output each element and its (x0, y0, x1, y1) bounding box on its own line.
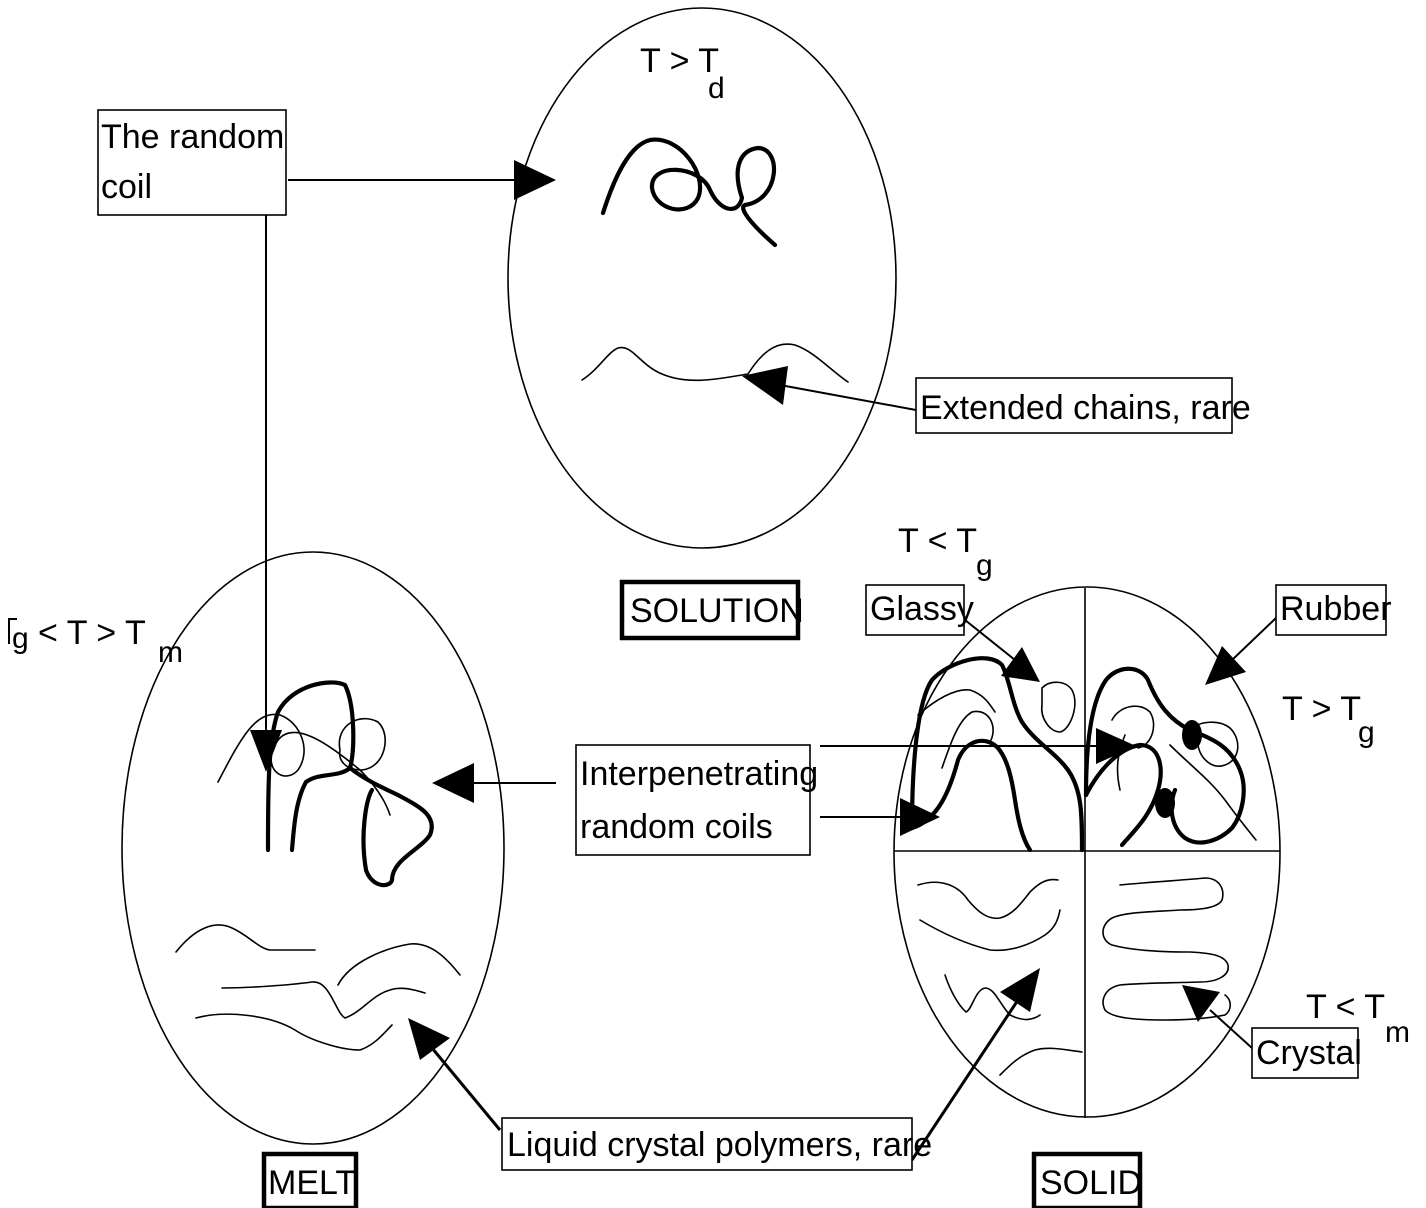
random-coil-box (97, 109, 287, 216)
extended-chains-pointer-head (742, 366, 788, 405)
melt-thin-coils (217, 713, 391, 816)
liquid-crystal-label: Liquid crystal polymers, rare (507, 1126, 932, 1164)
liquid-crystal-to-solid-line (910, 999, 1020, 1161)
glassy-temperature: T < T g (898, 522, 993, 582)
interpenetrating-to-glassy-head (900, 798, 940, 836)
solid-title-box (1031, 1151, 1143, 1208)
solid-liquid-crystal-chains (917, 878, 1083, 1076)
crystal-pointer-line (1209, 1009, 1253, 1049)
extended-chains-label: Extended chains, rare (920, 389, 1251, 427)
melt-title: MELT (268, 1164, 356, 1202)
rubber-pointer-head (1205, 646, 1246, 685)
rubber-temp-main: T > T (1282, 690, 1361, 728)
extended-chains-box (915, 377, 1233, 434)
rubber-temperature: T > T g (1282, 690, 1375, 749)
liquid-crystal-to-melt-line (430, 1047, 502, 1131)
solid-crystal-chains (1102, 877, 1232, 1021)
interpenetrating-to-melt-head (432, 763, 474, 803)
solution-title-box (619, 579, 801, 641)
melt-liquid-crystal-chains (175, 924, 461, 1051)
solid-rubber-chains (1083, 666, 1257, 848)
melt-temp-sub: m (158, 636, 183, 669)
crystal-temp-sub: m (1385, 1016, 1410, 1049)
solid-ellipse (893, 586, 1281, 1118)
rubber-box (1275, 584, 1387, 636)
liquid-crystal-box (501, 1117, 913, 1171)
melt-ellipse (121, 551, 505, 1145)
crystal-box (1251, 1027, 1359, 1079)
glassy-box (865, 584, 965, 636)
solution-temperature: T > T d (640, 42, 725, 105)
extended-chains-pointer-line (779, 384, 917, 411)
interpenetrating-label-line2: random coils (580, 808, 773, 846)
glassy-pointer-line (964, 619, 1016, 661)
solution-temp-sub: d (708, 72, 725, 105)
crystal-label: Crystal (1256, 1034, 1362, 1072)
liquid-crystal-to-solid-head (1000, 968, 1040, 1012)
rubber-pointer-line (1231, 617, 1277, 661)
melt-temp-left-sub: g (12, 622, 29, 655)
glassy-label: Glassy (870, 590, 974, 628)
melt-thick-coil (265, 680, 434, 888)
glassy-pointer-head (1001, 647, 1040, 682)
random-coil-label-line1: The random (101, 118, 284, 156)
random-coil-label-line2: coil (101, 168, 152, 206)
interpenetrating-box (575, 744, 811, 856)
solution-random-coil-chain (600, 137, 778, 248)
interpenetrating-to-rubber-head (1096, 728, 1136, 764)
rubber-crosslink-1 (1182, 720, 1202, 750)
solution-extended-chain (581, 343, 849, 383)
solution-ellipse (507, 7, 897, 549)
rubber-temp-sub: g (1358, 716, 1375, 749)
interpenetrating-label-line1: Interpenetrating (580, 755, 818, 793)
glassy-temp-sub: g (976, 549, 993, 582)
random-coil-to-solution-head (514, 160, 556, 200)
solid-title: SOLID (1040, 1164, 1142, 1202)
liquid-crystal-to-melt-head (408, 1018, 450, 1060)
melt-temperature: g < T > T m (8, 614, 183, 669)
rubber-label: Rubber (1280, 590, 1392, 628)
melt-title-box (261, 1151, 359, 1208)
random-coil-to-melt-head (250, 730, 282, 772)
melt-temp-main: < T > T (38, 614, 146, 652)
crystal-pointer-head (1182, 985, 1220, 1022)
crystal-temperature: T < T m (1306, 988, 1410, 1049)
glassy-temp-main: T < T (898, 522, 977, 560)
solid-glassy-chains (909, 656, 1085, 853)
solution-title: SOLUTION (630, 592, 804, 630)
rubber-crosslink-2 (1155, 788, 1175, 818)
solution-temp-main: T > T (640, 42, 719, 80)
crystal-temp-main: T < T (1306, 988, 1385, 1026)
